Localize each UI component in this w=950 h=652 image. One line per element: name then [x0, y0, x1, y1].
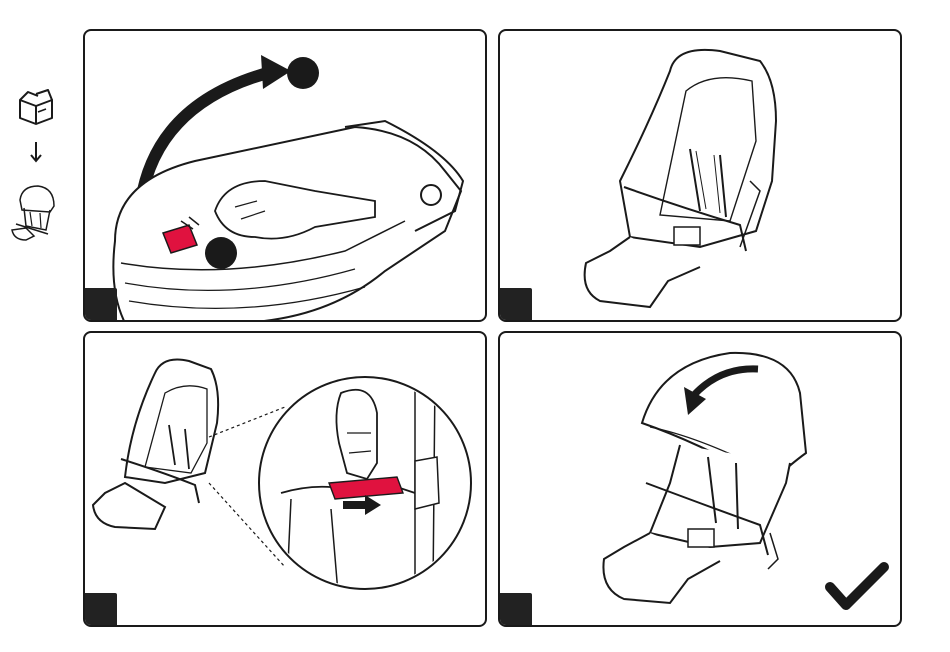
step-panel-4: [498, 331, 902, 627]
seat-unit-unfolded-illustration: [500, 31, 902, 322]
seat-clip-detail-illustration: [85, 333, 487, 627]
seat-with-canopy-illustration: [500, 333, 902, 627]
callout-dot-1: [287, 57, 319, 89]
seat-unit-folded-illustration: [85, 31, 487, 322]
step-panel-1: [83, 29, 487, 322]
step-panel-3: [83, 331, 487, 627]
step-number-badge: [85, 593, 117, 625]
step-number-badge: [85, 288, 117, 320]
step-number-badge: [500, 288, 532, 320]
open-box-icon: [14, 84, 58, 126]
unpack-sidebar: [0, 0, 80, 652]
arrow-down-icon: [28, 140, 44, 164]
step-panel-2: [498, 29, 902, 322]
step-number-badge: [500, 593, 532, 625]
checkmark-icon: [830, 567, 884, 605]
callout-dot-2: [205, 237, 237, 269]
stroller-seat-icon: [8, 180, 58, 244]
